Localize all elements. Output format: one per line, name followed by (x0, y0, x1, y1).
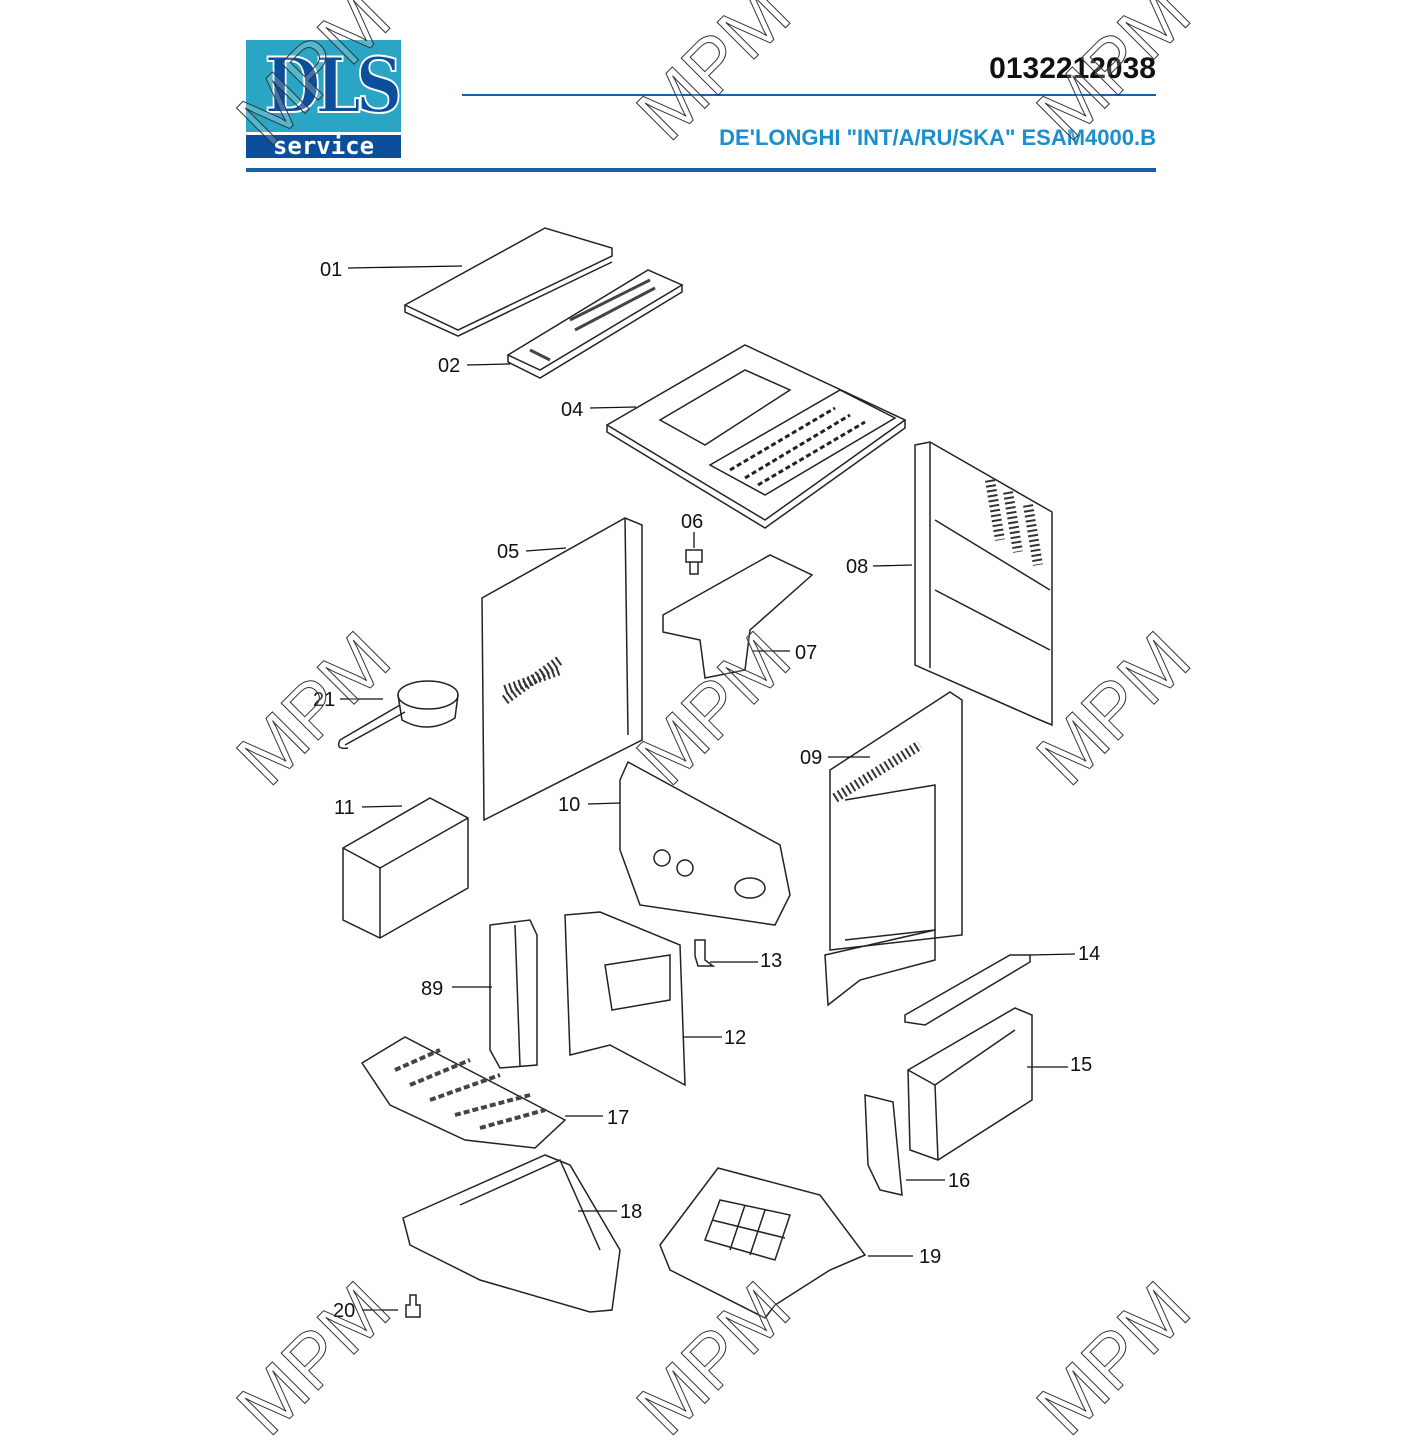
callout-89: 89 (421, 978, 443, 1000)
callout-12: 12 (724, 1027, 746, 1049)
part-02-cover-strip (506, 269, 684, 379)
part-89-side-cover (489, 919, 538, 1069)
callout-09: 09 (800, 747, 822, 769)
exploded-parts-diagram: 01 02 04 05 06 07 08 09 10 11 12 13 14 1… (313, 227, 1100, 1322)
part-15-grounds-container (907, 1007, 1033, 1161)
part-12-front-housing (564, 911, 686, 1087)
part-09-side-panel (829, 691, 963, 951)
part-08-rear-panel (914, 441, 1053, 727)
header-bottom-rule (246, 168, 1156, 172)
part-16-cover (864, 1094, 903, 1196)
logo-background (246, 40, 401, 132)
callout-14: 14 (1078, 943, 1100, 965)
callout-13: 13 (760, 950, 782, 972)
part-13-lever (694, 939, 716, 967)
part-07-coffee-tray (662, 554, 814, 679)
dls-service-logo: DLS service (246, 40, 404, 158)
callout-10: 10 (558, 794, 580, 816)
part-06-knob (685, 549, 703, 575)
part-17-drip-grille (360, 1036, 567, 1149)
part-10-control-panel (619, 760, 791, 926)
callout-15: 15 (1070, 1054, 1092, 1076)
callout-04: 04 (561, 399, 583, 421)
part-21-measuring-scoop (337, 704, 406, 750)
part-19-base (659, 1167, 867, 1319)
logo-service-text: service (246, 134, 401, 158)
part-20-pin (405, 1294, 421, 1318)
part-11-water-tank (342, 797, 469, 939)
callout-19: 19 (919, 1246, 941, 1268)
callout-16: 16 (948, 1170, 970, 1192)
callout-06: 06 (681, 511, 703, 533)
logo-letters: DLS (264, 41, 404, 130)
header-divider (462, 94, 1156, 96)
part-04-top-frame (605, 344, 907, 529)
part-01-lid (403, 227, 613, 337)
callout-18: 18 (620, 1201, 642, 1223)
part-05-side-panel (481, 517, 643, 822)
callout-07: 07 (795, 642, 817, 664)
part-number: 0132212038 (989, 52, 1156, 85)
callout-11: 11 (334, 797, 355, 819)
leader-lines (340, 265, 1076, 1311)
model-title: DE'LONGHI "INT/A/RU/SKA" ESAM4000.B (719, 125, 1156, 150)
callout-01: 01 (320, 259, 342, 281)
callout-21: 21 (313, 689, 335, 711)
part-18-drip-tray (402, 1154, 621, 1313)
callout-20: 20 (333, 1300, 355, 1322)
callout-08: 08 (846, 556, 868, 578)
callout-05: 05 (497, 541, 519, 563)
part-14-tray-strip (904, 954, 1031, 1026)
callout-17: 17 (607, 1107, 629, 1129)
callout-02: 02 (438, 355, 460, 377)
